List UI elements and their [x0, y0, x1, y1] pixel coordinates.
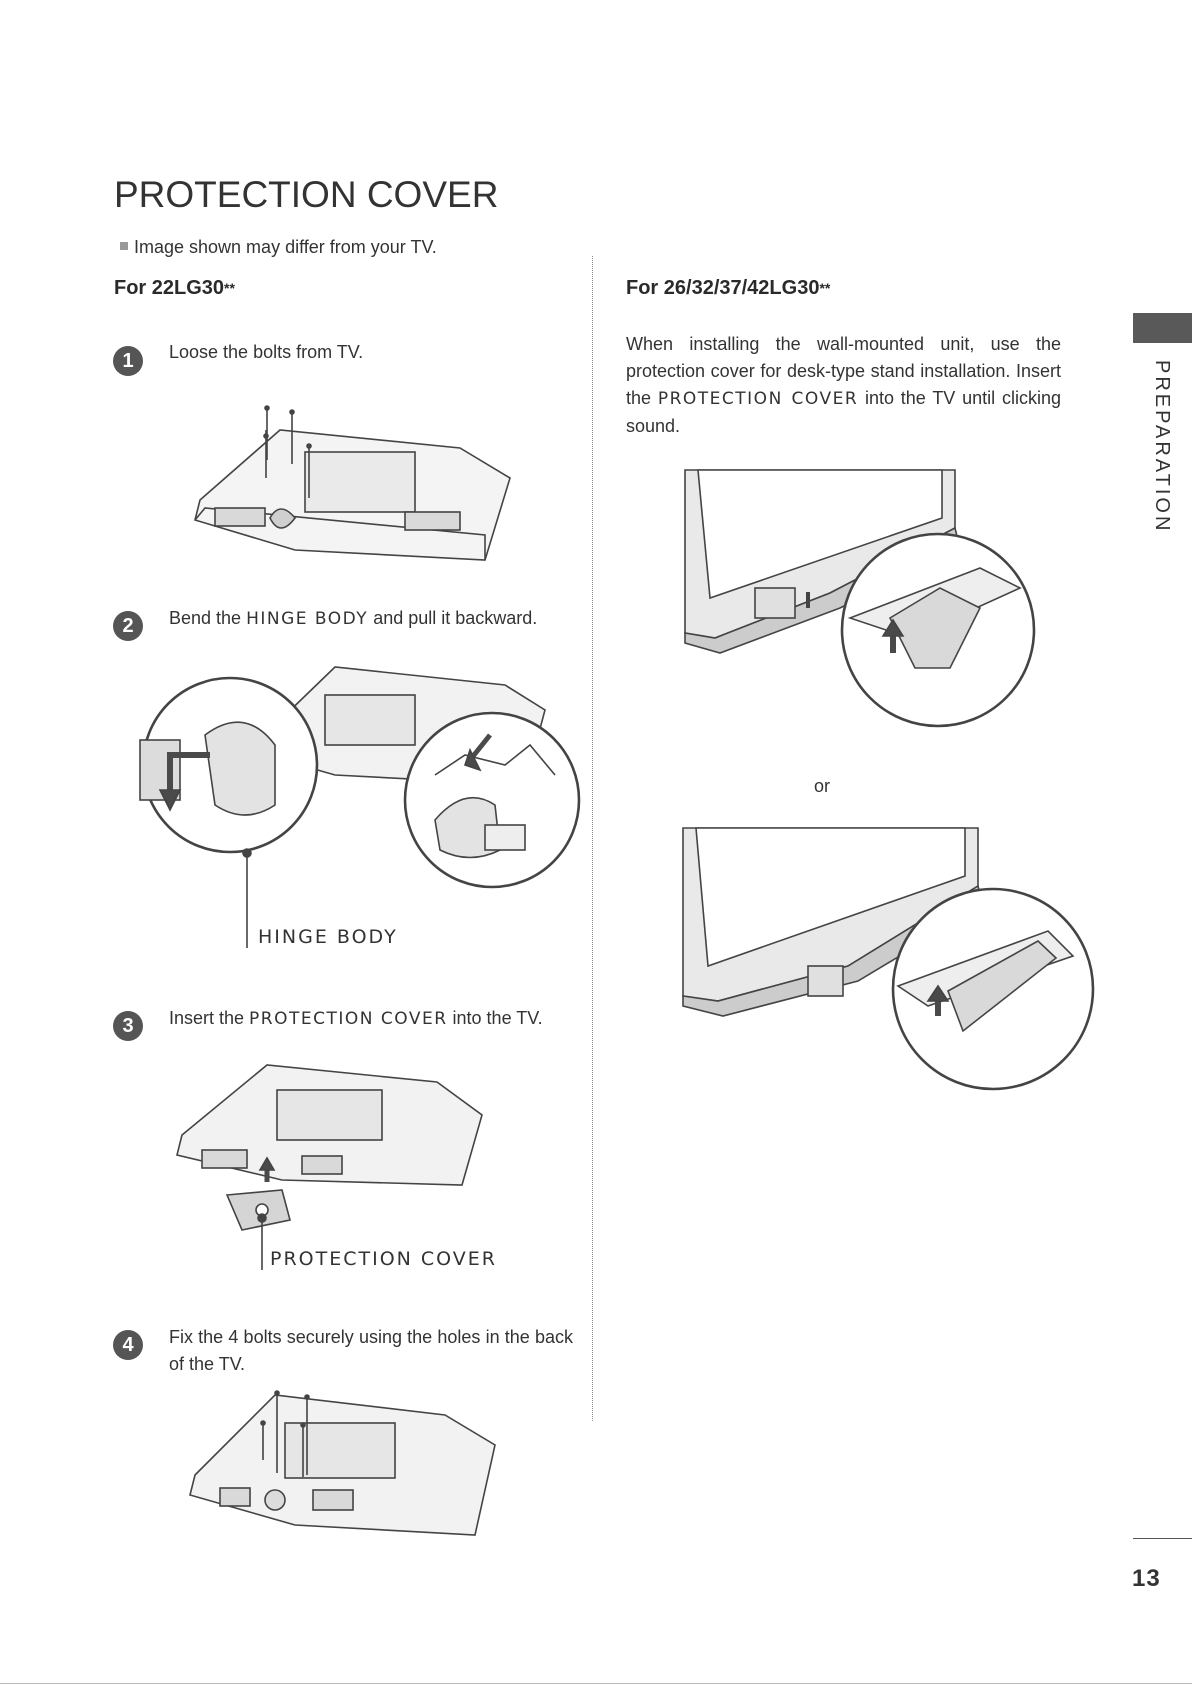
step-3-post: into the TV.: [447, 1008, 543, 1028]
step-2-text: Bend the HINGE BODY and pull it backward…: [169, 605, 537, 633]
page-number: 13: [1132, 1565, 1161, 1592]
wall-tv-cover-illustration-a: [684, 469, 1036, 728]
right-heading-suffix: **: [819, 280, 831, 296]
step-3-text: Insert the PROTECTION COVER into the TV.: [169, 1005, 543, 1033]
left-heading-suffix: **: [224, 280, 235, 296]
step-2-badge: 2: [113, 611, 143, 641]
fix-bolts-illustration: [189, 1390, 496, 1536]
right-paragraph-keyword: PROTECTION COVER: [657, 389, 859, 409]
page-number-rule: [1133, 1538, 1192, 1539]
right-paragraph-post: into the TV until clicking sound.: [626, 388, 1061, 436]
image-note: Image shown may differ from your TV.: [120, 237, 437, 258]
protection-cover-callout: PROTECTION COVER: [270, 1248, 498, 1270]
step-3-badge: 3: [113, 1011, 143, 1041]
insert-cover-illustration: [176, 1064, 483, 1270]
step-4-badge: 4: [113, 1330, 143, 1360]
hinge-body-callout: HINGE BODY: [258, 926, 398, 948]
page-title: PROTECTION COVER: [114, 174, 499, 215]
step-1-text: Loose the bolts from TV.: [169, 342, 364, 362]
step-3-pre: Insert the: [169, 1008, 250, 1028]
right-heading-text: For 26/32/37/42LG30: [626, 277, 820, 299]
bullet-square-icon: [120, 242, 128, 250]
column-divider: [592, 256, 593, 1421]
wall-tv-cover-illustration-b: [682, 827, 1095, 1091]
or-text: or: [814, 776, 831, 796]
section-label: PREPARATION: [1151, 360, 1173, 534]
step-3-keyword: PROTECTION COVER: [249, 1009, 448, 1029]
step-4-text: Fix the 4 bolts securely using the holes…: [169, 1327, 573, 1374]
tv-back-bolts-illustration: [194, 405, 511, 561]
hinge-body-illustration: [139, 666, 581, 948]
left-heading: For 22LG30**: [114, 277, 235, 300]
right-paragraph-pre: When installing the wall-mounted unit, u…: [626, 334, 1061, 408]
right-paragraph: When installing the wall-mounted unit, u…: [626, 331, 1061, 440]
section-tab: [1133, 313, 1192, 343]
step-2-post: and pull it backward.: [368, 608, 538, 628]
right-heading: For 26/32/37/42LG30**: [626, 277, 830, 300]
image-note-text: Image shown may differ from your TV.: [134, 237, 437, 257]
step-1-badge: 1: [113, 346, 143, 376]
step-2-keyword: HINGE BODY: [246, 609, 369, 629]
page-bottom-rule: [0, 1683, 1192, 1684]
left-heading-text: For 22LG30: [114, 277, 225, 299]
step-2-pre: Bend the: [169, 608, 247, 628]
